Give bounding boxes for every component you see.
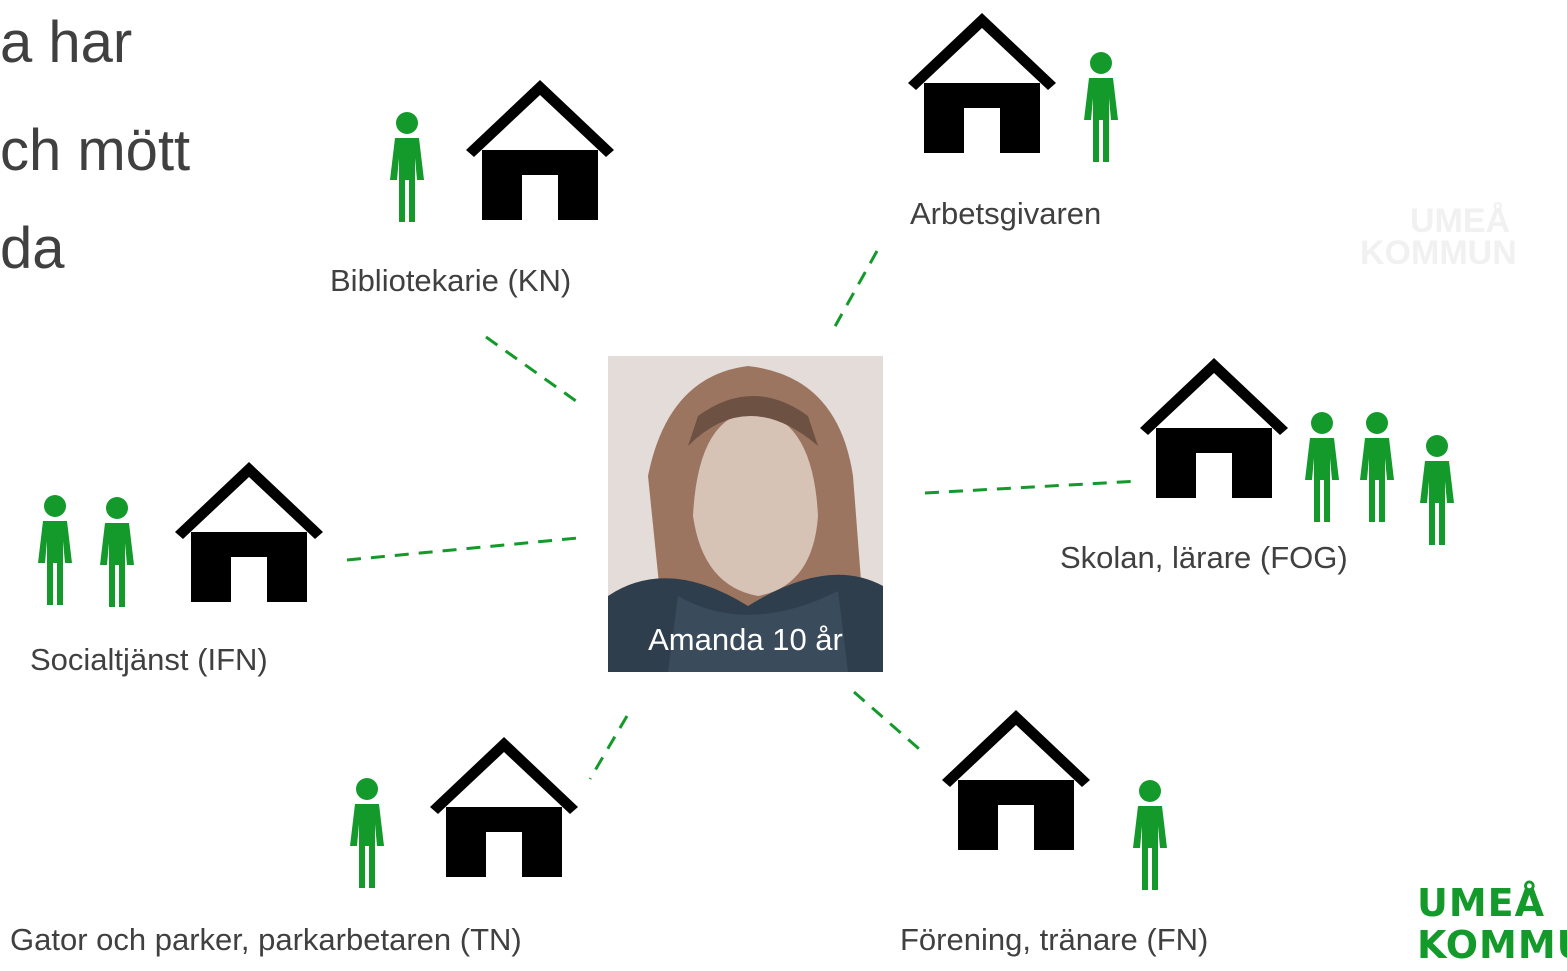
watermark-logo: UMEÅ KOMMUN <box>1360 202 1517 273</box>
person-icon <box>100 497 134 607</box>
umea-kommun-logo: UMEÅ KOMMUN <box>1417 880 1567 971</box>
house-icon <box>908 13 1056 153</box>
watermark-logo-line-2: KOMMUN <box>1360 234 1517 273</box>
house-icon <box>942 710 1090 850</box>
logo-line-2: KOMMUN <box>1417 923 1567 967</box>
house-icon <box>430 737 578 877</box>
heading-line-3: da <box>0 216 65 281</box>
logo-line-1: UMEÅ <box>1417 881 1546 925</box>
watermark-logo-line-1: UMEÅ <box>1410 202 1511 240</box>
connector-arbetsgivaren <box>831 250 879 331</box>
person-icon <box>1133 780 1167 890</box>
node-label-skolan: Skolan, lärare (FOG) <box>1060 540 1348 575</box>
node-label-socialtjanst: Socialtjänst (IFN) <box>30 642 268 677</box>
house-icon <box>175 462 323 602</box>
node-label-bibliotekarie: Bibliotekarie (KN) <box>330 263 572 298</box>
node-label-gator: Gator och parker, parkarbetaren (TN) <box>10 922 522 957</box>
node-label-forening: Förening, tränare (FN) <box>900 922 1209 957</box>
connector-skolan <box>924 479 1141 495</box>
house-icon <box>466 80 614 220</box>
person-icon <box>390 112 424 222</box>
person-icon <box>350 778 384 888</box>
portrait-image <box>608 356 883 672</box>
person-icon <box>1360 412 1394 522</box>
center-photo: Amanda 10 år <box>608 356 883 672</box>
connector-bibliotekarie <box>485 335 584 408</box>
connector-socialtjanst <box>346 536 579 562</box>
person-icon <box>1420 435 1454 545</box>
person-icon <box>1084 52 1118 162</box>
heading-line-2: ch mött <box>0 118 191 183</box>
node-label-arbetsgivaren: Arbetsgivaren <box>910 196 1102 231</box>
house-icon <box>1140 358 1288 498</box>
connector-gator <box>588 715 629 780</box>
person-icon <box>1305 412 1339 522</box>
person-icon <box>38 495 72 605</box>
heading-line-1: a har <box>0 10 133 75</box>
connector-forening <box>853 690 927 757</box>
photo-caption: Amanda 10 år <box>648 622 843 657</box>
